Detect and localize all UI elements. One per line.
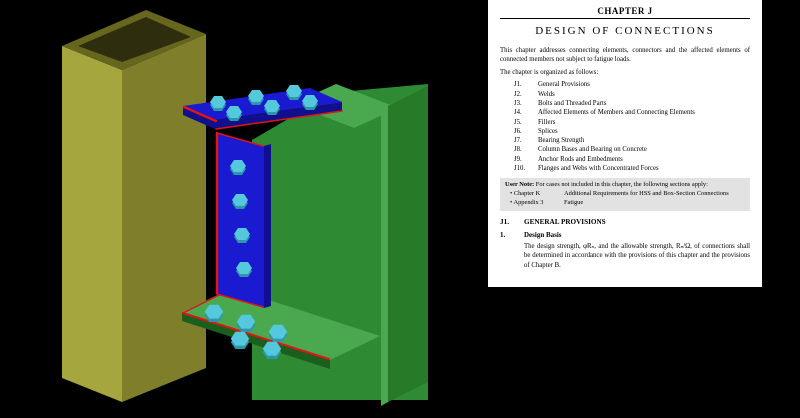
user-note-ref: • Appendix 3 [510,199,544,207]
beam-flange-face [388,86,428,402]
header-rule [500,18,750,19]
toc-label: Affected Elements of Members and Connect… [538,109,695,117]
toc-row: J4. Affected Elements of Members and Con… [500,108,750,117]
shear-plate-right-edge [264,144,271,308]
section-title: GENERAL PROVISIONS [524,218,606,227]
body-paragraph: The design strength, φRₙ, and the allowa… [524,243,750,269]
user-note-box: User Note: For cases not included in thi… [500,178,750,212]
toc-row: J10. Flanges and Webs with Concentrated … [500,164,750,173]
toc-label: General Provisions [538,81,590,89]
user-note-desc: Fatigue [564,199,584,207]
cap-plate-top [183,88,342,120]
toc-label: Splices [538,127,558,135]
shear-plate-face [216,132,264,308]
cap-plate-left-edge [183,106,215,129]
toc-label: Bearing Strength [538,137,585,145]
toc-num: J7. [514,137,522,145]
bottom-plate-edge [182,312,330,369]
toc-num: J9. [514,155,522,163]
beam-flange-inner-edge [381,106,388,406]
toc-num: J5. [514,118,522,126]
toc-num: J8. [514,146,522,154]
column-right-face [122,34,206,402]
toc-num: J3. [514,99,522,107]
subsection-heading: 1. Design Basis [500,231,750,239]
steel-beam [252,84,428,406]
organized-line: The chapter is organized as follows: [500,69,599,77]
user-note-text: For cases not included in this chapter, … [534,181,708,189]
toc-label: Column Bases and Bearing on Concrete [538,146,647,154]
shear-plate [215,131,271,308]
toc-num: J1. [514,81,522,89]
shear-plate-red-bottom [216,293,264,308]
toc-row: J9. Anchor Rods and Embedments [500,155,750,164]
toc-label: Fillers [538,118,556,126]
user-note-desc: Additional Requirements for HSS and Box-… [564,190,729,198]
user-note-label: User Note: [505,181,535,189]
toc-row: J3. Bolts and Threaded Parts [500,99,750,108]
toc-row: J8. Column Bases and Bearing on Concrete [500,145,750,154]
shear-plate-red-top [216,132,264,147]
toc-row: J2. Welds [500,90,750,99]
page-title: DESIGN OF CONNECTIONS [535,25,715,37]
toc-row: J6. Splices [500,127,750,136]
intro-paragraph: This chapter addresses connecting elemen… [500,47,750,64]
column-cavity [78,17,191,62]
model-viewport[interactable] [0,0,488,418]
user-note-intro: User Note: For cases not included in thi… [505,181,745,190]
toc-label: Flanges and Webs with Concentrated Force… [538,165,659,173]
toc-num: J2. [514,90,522,98]
cap-plate-red-front [215,110,343,130]
chapter-toc: J1. General Provisions J2. Welds J3. Bol… [500,80,750,173]
column-front-face [62,46,122,402]
toc-label: Bolts and Threaded Parts [538,99,607,107]
user-note-item: • Chapter K Additional Requirements for … [505,190,745,199]
toc-label: Welds [538,90,555,98]
cap-plate-red-left [182,105,218,123]
section-heading: J1. GENERAL PROVISIONS [500,218,750,226]
chapter-label: CHAPTER J [597,6,653,16]
toc-label: Anchor Rods and Embedments [538,155,623,163]
hss-column [62,10,206,402]
toc-row: J1. General Provisions [500,80,750,89]
document-page: CHAPTER J DESIGN OF CONNECTIONS This cha… [488,0,762,287]
subsection-number: 1. [500,231,506,240]
connection-model [62,10,428,406]
section-number: J1. [500,218,509,227]
toc-row: J7. Bearing Strength [500,136,750,145]
toc-num: J4. [514,109,522,117]
toc-num: J6. [514,127,522,135]
user-note-ref: • Chapter K [510,190,541,198]
bottom-plate-red-edge [182,312,330,360]
toc-row: J5. Fillers [500,118,750,127]
cap-plate [182,85,343,130]
bottom-plate-top [182,288,380,360]
subsection-title: Design Basis [524,231,562,240]
toc-num: J10. [514,165,526,173]
user-note-item: • Appendix 3 Fatigue [505,199,745,208]
